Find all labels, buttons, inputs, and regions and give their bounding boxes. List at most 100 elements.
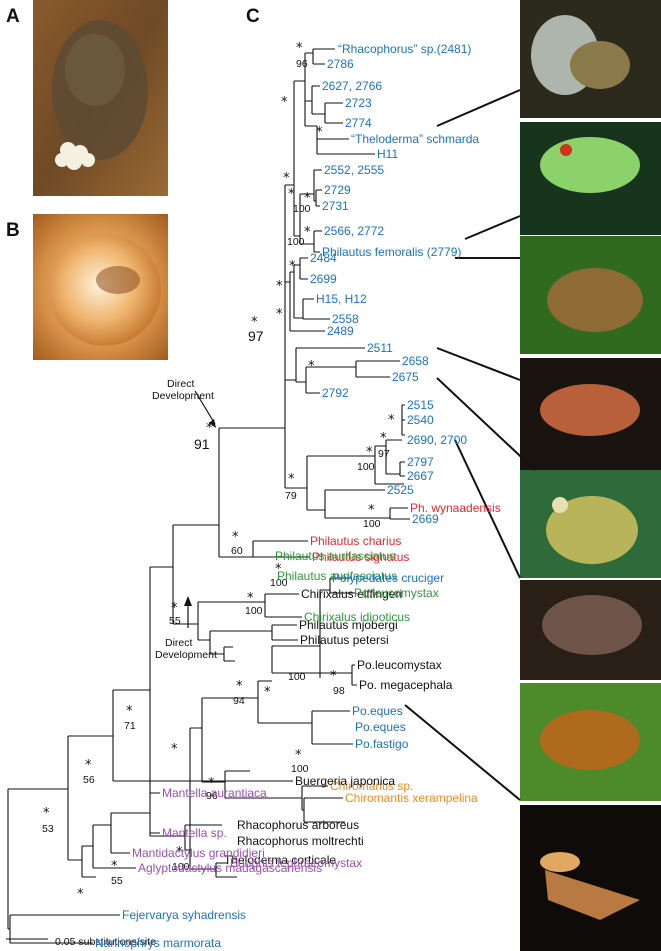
svg-text:*: *	[43, 806, 50, 821]
leaf-label: Aglyptodactylus madagascariensis	[138, 861, 322, 875]
svg-text:*: *	[276, 279, 283, 294]
leaf-label: Philautus aurifasciatus	[275, 549, 395, 563]
leaf-label: 2729	[324, 183, 351, 197]
leaf-label: 2690, 2700	[407, 433, 467, 447]
leaf-label: 2525	[387, 483, 414, 497]
support-value: 96	[296, 58, 308, 70]
direct-development-label-2: Direct	[165, 637, 193, 649]
svg-text:*: *	[77, 887, 84, 902]
support-value: 97	[248, 328, 264, 344]
leaf-label: Po.fastigo	[355, 737, 409, 751]
leaf-label: 2489	[327, 324, 354, 338]
leaf-label: 2658	[402, 354, 429, 368]
leaf-label: 2723	[345, 96, 372, 110]
leaf-label: Mantella sp.	[162, 826, 227, 840]
leaf-label: 2669	[412, 512, 439, 526]
leaf-label: “Rhacophorus” sp.(2481)	[338, 42, 471, 56]
support-value: 94	[233, 695, 245, 707]
support-value: 55	[111, 875, 123, 887]
photo-frog-with-eggs	[33, 0, 168, 196]
panel-label-a: A	[6, 6, 20, 27]
svg-text:*: *	[304, 225, 311, 240]
svg-text:*: *	[126, 704, 133, 719]
leaf-label: Po.leucomystax	[354, 586, 439, 600]
svg-text:*: *	[171, 742, 178, 757]
leaf-label: 2797	[407, 455, 434, 469]
leaf-label: 2731	[322, 199, 349, 213]
svg-text:*: *	[206, 421, 213, 436]
svg-text:*: *	[171, 601, 178, 616]
support-value: 97	[378, 448, 390, 460]
svg-text:*: *	[296, 41, 303, 56]
leaf-label: 2792	[322, 386, 349, 400]
leaf-label: Philautus petersi	[300, 633, 389, 647]
leaf-label: Po.eques	[355, 720, 406, 734]
leaf-label: Philautus mjobergi	[299, 618, 398, 632]
svg-text:*: *	[283, 171, 290, 186]
svg-text:*: *	[289, 259, 296, 274]
support-value: 91	[194, 436, 210, 452]
leaf-label: H15, H12	[316, 292, 367, 306]
support-value: 100	[287, 236, 305, 248]
leaf-label: 2699	[310, 272, 337, 286]
svg-text:*: *	[111, 859, 118, 874]
leaf-label: 2484	[310, 251, 337, 265]
leaf-label: “Theloderma” schmarda	[351, 132, 479, 146]
leaf-label: 2667	[407, 469, 434, 483]
leaf-label: 2627, 2766	[322, 79, 382, 93]
support-value: 100	[293, 203, 311, 215]
leaf-label: 2552, 2555	[324, 163, 384, 177]
leaf-label: Polypedates cruciger	[332, 571, 444, 585]
leaf-label: Chiromantis xerampelina	[345, 791, 478, 805]
direct-development-label-1: Direct	[167, 378, 195, 390]
leaf-label: Buergeria japonica	[295, 774, 395, 788]
leaf-label: Fejervarya syhadrensis	[122, 908, 246, 922]
leaf-label: Philautus charius	[310, 534, 401, 548]
svg-text:*: *	[366, 445, 373, 460]
svg-text:*: *	[316, 125, 323, 140]
support-value: 100	[357, 461, 375, 473]
svg-text:*: *	[288, 187, 295, 202]
svg-text:*: *	[288, 472, 295, 487]
leaf-label: H11	[377, 147, 398, 161]
leaf-label: Rhacophorus arboreus	[237, 818, 359, 832]
svg-text:*: *	[236, 679, 243, 694]
svg-text:*: *	[85, 758, 92, 773]
leaf-label: Mantidactylus grandidieri	[132, 846, 265, 860]
svg-text:*: *	[232, 530, 239, 545]
support-value: 56	[83, 774, 95, 786]
leaf-label: 2566, 2772	[324, 224, 384, 238]
svg-text:*: *	[330, 669, 337, 684]
panel-label-c: C	[246, 6, 260, 27]
svg-text:*: *	[281, 95, 288, 110]
leaf-label: Philautus femoralis (2779)	[322, 245, 461, 259]
leaf-label: Po.leucomystax	[357, 658, 442, 672]
support-value: 71	[124, 720, 136, 732]
svg-text:*: *	[368, 503, 375, 518]
leaf-label: 2675	[392, 370, 419, 384]
support-value: 100	[288, 671, 306, 683]
support-value: 98	[333, 685, 345, 697]
svg-text:*: *	[276, 307, 283, 322]
photo-strip	[520, 0, 661, 951]
direct-development-label-2b: Development	[155, 649, 217, 661]
support-value: 100	[245, 605, 263, 617]
svg-text:*: *	[380, 431, 387, 446]
leaf-label: 2515	[407, 398, 434, 412]
support-value: 79	[285, 490, 297, 502]
leaf-label: 2511	[367, 341, 393, 355]
svg-text:*: *	[308, 359, 315, 374]
photo-egg	[33, 214, 168, 360]
support-value: 100	[363, 518, 381, 530]
svg-text:*: *	[264, 685, 271, 700]
svg-text:*: *	[247, 591, 254, 606]
leaf-label: Po.eques	[352, 704, 403, 718]
direct-development-label-1b: Development	[152, 390, 214, 402]
leaf-label: Nannophrys marmorata	[95, 936, 221, 950]
leaf-label: 2774	[345, 116, 372, 130]
support-value: 60	[231, 545, 243, 557]
leaf-label: 2540	[407, 413, 434, 427]
support-value: 55	[169, 615, 181, 627]
svg-text:*: *	[295, 748, 302, 763]
